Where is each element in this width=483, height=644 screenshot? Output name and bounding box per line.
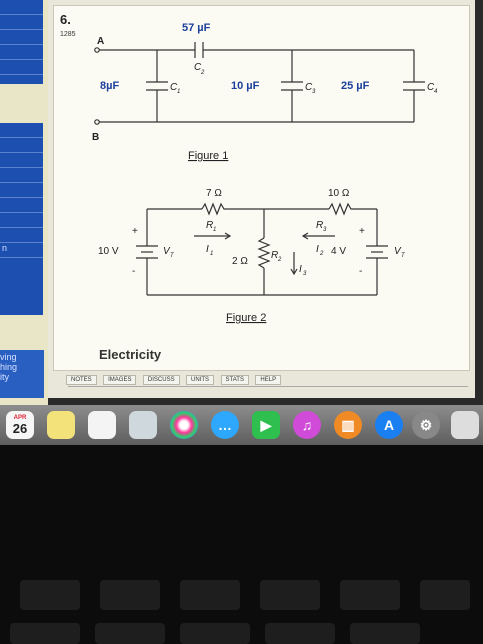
tab-stats[interactable]: STATS xyxy=(220,375,249,385)
reminders-icon[interactable] xyxy=(88,411,116,439)
keyboard-key xyxy=(265,623,335,644)
calendar-month: APR xyxy=(13,414,27,421)
photos-icon[interactable] xyxy=(170,411,198,439)
problem-number: 6. xyxy=(60,12,71,27)
left-menu[interactable]: ving hing ity xyxy=(0,350,44,398)
trash-icon[interactable] xyxy=(451,411,479,439)
left-sidebar: n ving hing ity xyxy=(0,0,48,405)
sidebar-blue-block-middle[interactable]: n xyxy=(0,123,43,315)
i1-sub: 1 xyxy=(210,251,213,257)
right-source-sub: T xyxy=(401,253,406,259)
r3-sub: 3 xyxy=(323,227,327,233)
r2-value: 2 Ω xyxy=(232,256,248,267)
tab-help[interactable]: HELP xyxy=(255,375,282,385)
itunes-icon[interactable]: ♫ xyxy=(293,411,321,439)
left-source-label: V xyxy=(163,246,171,257)
c4-sub: 4 xyxy=(434,89,438,95)
c3-label: C xyxy=(305,82,313,93)
left-menu-item[interactable]: hing xyxy=(0,362,18,372)
problem-card: 6. 1285 xyxy=(53,5,470,371)
left-voltage: 10 V xyxy=(98,246,119,257)
c1-sub: 1 xyxy=(177,89,180,95)
i1-label: I xyxy=(206,244,209,255)
keyboard-key xyxy=(420,580,470,610)
node-b-label: B xyxy=(92,132,99,143)
problem-id: 1285 xyxy=(60,31,76,38)
app-store-icon[interactable]: A xyxy=(375,411,403,439)
c2-label: C xyxy=(194,62,202,73)
tab-bar: NOTES IMAGES DISCUSS UNITS STATS HELP xyxy=(66,368,283,385)
r1-value: 7 Ω xyxy=(206,188,222,199)
calendar-icon[interactable]: APR 26 xyxy=(6,411,34,439)
i2-sub: 2 xyxy=(319,251,324,257)
figure-2 xyxy=(136,202,388,296)
figure-1-caption: Figure 1 xyxy=(188,150,228,162)
keyboard-key xyxy=(10,623,80,644)
right-source-label: V xyxy=(394,246,402,257)
keyboard-key xyxy=(180,623,250,644)
circuit-diagrams: 57 µF 8µF 10 µF 25 µF A B C 2 C 1 C 3 C … xyxy=(92,22,438,324)
right-voltage: 4 V xyxy=(331,246,346,257)
keyboard-area xyxy=(0,445,483,644)
dock: APR 26 … ▶ ♫ ▥ A ⚙ xyxy=(0,405,483,445)
calendar-day: 26 xyxy=(12,420,28,436)
c4-label: C xyxy=(427,82,435,93)
left-minus: - xyxy=(132,266,135,277)
keyboard-key xyxy=(180,580,240,610)
system-preferences-icon[interactable]: ⚙ xyxy=(412,411,440,439)
r1-label: R xyxy=(206,220,213,231)
notes-icon[interactable] xyxy=(47,411,75,439)
left-menu-item[interactable]: ity xyxy=(0,372,9,382)
i3-sub: 3 xyxy=(303,271,307,277)
tab-images[interactable]: IMAGES xyxy=(103,375,137,385)
keyboard-key xyxy=(100,580,160,610)
right-minus: - xyxy=(359,266,362,277)
r2-label: R xyxy=(271,250,278,261)
preview-icon[interactable] xyxy=(129,411,157,439)
tab-units[interactable]: UNITS xyxy=(186,375,215,385)
keyboard-key xyxy=(95,623,165,644)
c1-label: C xyxy=(170,82,178,93)
c3-sub: 3 xyxy=(312,89,316,95)
c2-value: 57 µF xyxy=(182,22,211,34)
table-header-row xyxy=(68,386,468,399)
node-a-label: A xyxy=(97,36,104,47)
c2-sub: 2 xyxy=(200,70,205,76)
keyboard-key xyxy=(350,623,420,644)
right-plus: + xyxy=(359,226,365,237)
ibooks-icon[interactable]: ▥ xyxy=(334,411,362,439)
keyboard-key xyxy=(340,580,400,610)
tab-notes[interactable]: NOTES xyxy=(66,375,97,385)
figure-2-caption: Figure 2 xyxy=(226,312,266,324)
r3-label: R xyxy=(316,220,323,231)
tab-discuss[interactable]: DISCUSS xyxy=(142,375,180,385)
r3-value: 10 Ω xyxy=(328,188,350,199)
c3-value: 10 µF xyxy=(231,80,260,92)
sidebar-fragment: n xyxy=(0,243,43,258)
left-plus: + xyxy=(132,226,138,237)
i2-label: I xyxy=(316,244,319,255)
keyboard-key xyxy=(260,580,320,610)
c1-value: 8µF xyxy=(100,80,119,92)
left-menu-item[interactable]: ving xyxy=(0,352,17,362)
messages-icon[interactable]: … xyxy=(211,411,239,439)
left-source-sub: T xyxy=(170,253,175,259)
main-content: 6. 1285 xyxy=(48,0,475,398)
facetime-icon[interactable]: ▶ xyxy=(252,411,280,439)
r2-sub: 2 xyxy=(277,257,282,263)
problem-category: Electricity xyxy=(99,347,162,362)
sidebar-blue-block-top xyxy=(0,0,43,84)
keyboard-key xyxy=(20,580,80,610)
i3-label: I xyxy=(299,264,302,275)
figure-1 xyxy=(94,47,425,125)
r1-sub: 1 xyxy=(213,227,216,233)
c4-value: 25 µF xyxy=(341,80,370,92)
